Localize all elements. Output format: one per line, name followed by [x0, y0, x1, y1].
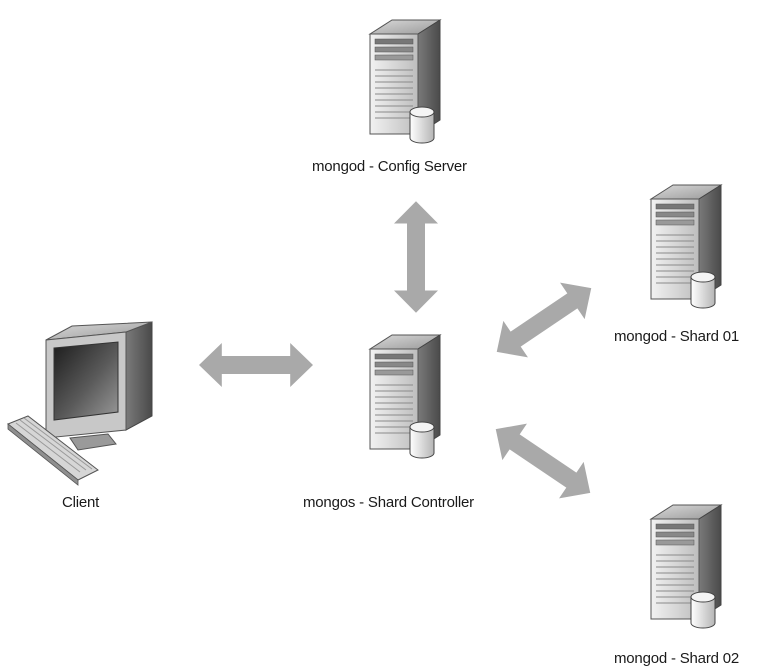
desktop-computer-icon	[7, 321, 153, 486]
config-server-icon	[369, 19, 441, 144]
shard-02-server-icon	[650, 504, 722, 629]
shard-controller-label: mongos - Shard Controller	[303, 494, 474, 511]
shard-01-server-icon	[650, 184, 722, 309]
arrow-controller-to-shard02	[483, 410, 603, 512]
shard-01-label: mongod - Shard 01	[614, 328, 740, 345]
arrow-client-to-controller	[199, 343, 313, 387]
shard-02-label: mongod - Shard 02	[614, 650, 740, 667]
config-server-label: mongod - Config Server	[312, 158, 467, 175]
shard-controller-server-icon	[369, 334, 441, 459]
arrow-controller-to-shard01	[484, 269, 604, 371]
client-label: Client	[62, 494, 100, 511]
arrow-config-to-controller	[394, 201, 438, 313]
